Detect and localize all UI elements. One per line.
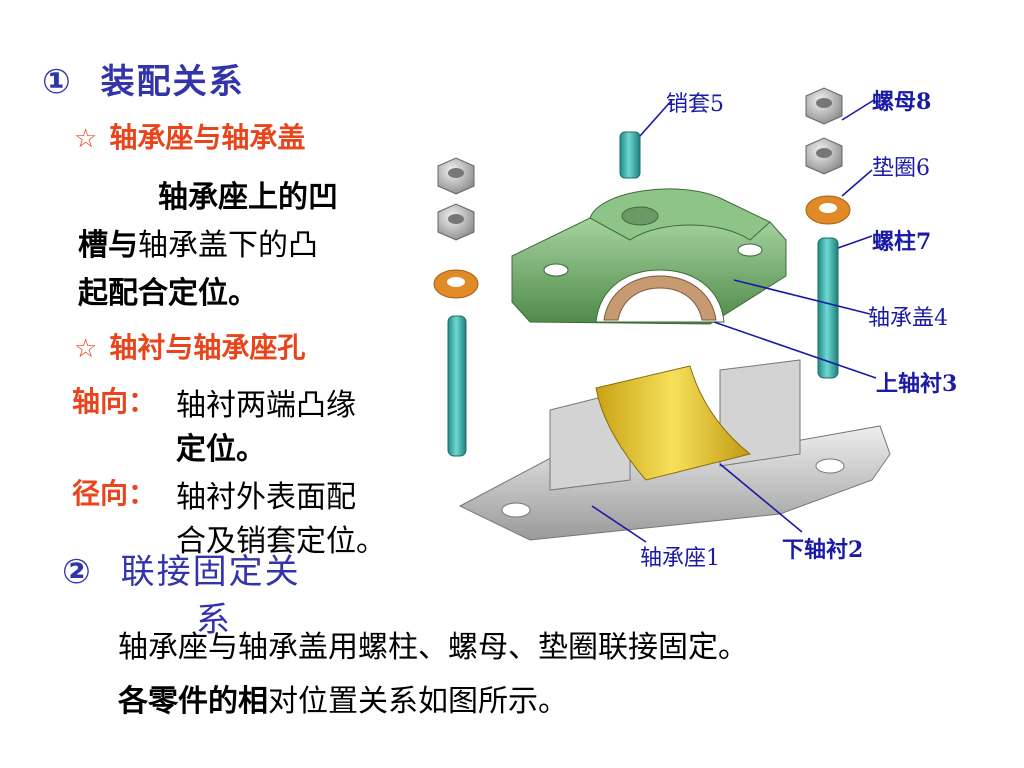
section1-title: 装配关系 <box>100 62 245 102</box>
label-upper-bush: 上轴衬3 <box>876 371 958 397</box>
star-icon: ☆ <box>74 124 98 154</box>
right-stud <box>817 237 839 379</box>
para1-line1: 轴承座上的凹 <box>158 180 338 215</box>
left-nut-bottom <box>437 203 475 241</box>
leader-lines <box>591 99 877 543</box>
para2-line1: 轴承座与轴承盖用螺柱、螺母、垫圈联接固定。 <box>118 630 748 665</box>
right-washer <box>805 195 851 225</box>
bearing-cap <box>511 188 787 325</box>
upper-bush <box>603 275 717 321</box>
label-base: 轴承座1 <box>640 546 720 571</box>
right-nut-bottom <box>805 137 843 175</box>
para2-line2: 各零件的相对位置关系如图所示。 <box>118 676 568 720</box>
label-stud: 螺柱7 <box>872 229 932 255</box>
left-nut-top <box>437 157 475 195</box>
axial-line2: 定位。 <box>176 432 266 467</box>
section2-number: ② <box>62 552 93 592</box>
label-nut: 螺母8 <box>872 89 932 115</box>
bearing-assembly-diagram <box>433 87 891 543</box>
sub2-title: 轴衬与轴承座孔 <box>109 331 306 364</box>
pin-sleeve <box>619 131 641 179</box>
lower-bush <box>595 365 752 481</box>
sub2-heading: ☆ 轴衬与轴承座孔 <box>74 326 305 366</box>
section2-title-line2: 系 <box>196 600 232 640</box>
section2-title-line1: 联接固定关 <box>120 552 301 592</box>
para1-line2-bold: 槽与 <box>78 228 138 263</box>
label-pin: 销套5 <box>666 92 724 117</box>
label-lower-bush: 下轴衬2 <box>782 537 864 563</box>
axial-line1: 轴衬两端凸缘 <box>176 388 356 423</box>
sub1-heading: ☆ 轴承座与轴承盖 <box>74 116 305 156</box>
section1-number: ① <box>42 62 73 102</box>
para1-line2-rest: 轴承盖下的凸 <box>138 228 318 263</box>
para1-line2: 槽与轴承盖下的凸 <box>78 220 318 264</box>
axial-label: 轴向： <box>72 385 157 418</box>
para1-line3: 起配合定位。 <box>78 276 258 311</box>
radial-line1: 轴衬外表面配 <box>176 480 356 515</box>
label-cap: 轴承盖4 <box>868 306 948 331</box>
section2-heading: ② 联接固定关 <box>62 544 301 593</box>
left-washer <box>433 269 479 299</box>
para2-line2-bold: 各零件的相 <box>118 684 268 719</box>
para2-line2-rest: 对位置关系如图所示。 <box>268 684 568 719</box>
left-stud <box>447 315 467 457</box>
label-washer: 垫圈6 <box>872 156 930 181</box>
section1-heading: ① 装配关系 <box>42 54 245 103</box>
radial-line2: 合及销套定位。 <box>176 524 386 559</box>
right-nut-top <box>805 87 843 125</box>
sub1-title: 轴承座与轴承盖 <box>109 121 306 154</box>
star-icon: ☆ <box>74 334 98 364</box>
radial-label: 径向： <box>72 477 157 510</box>
